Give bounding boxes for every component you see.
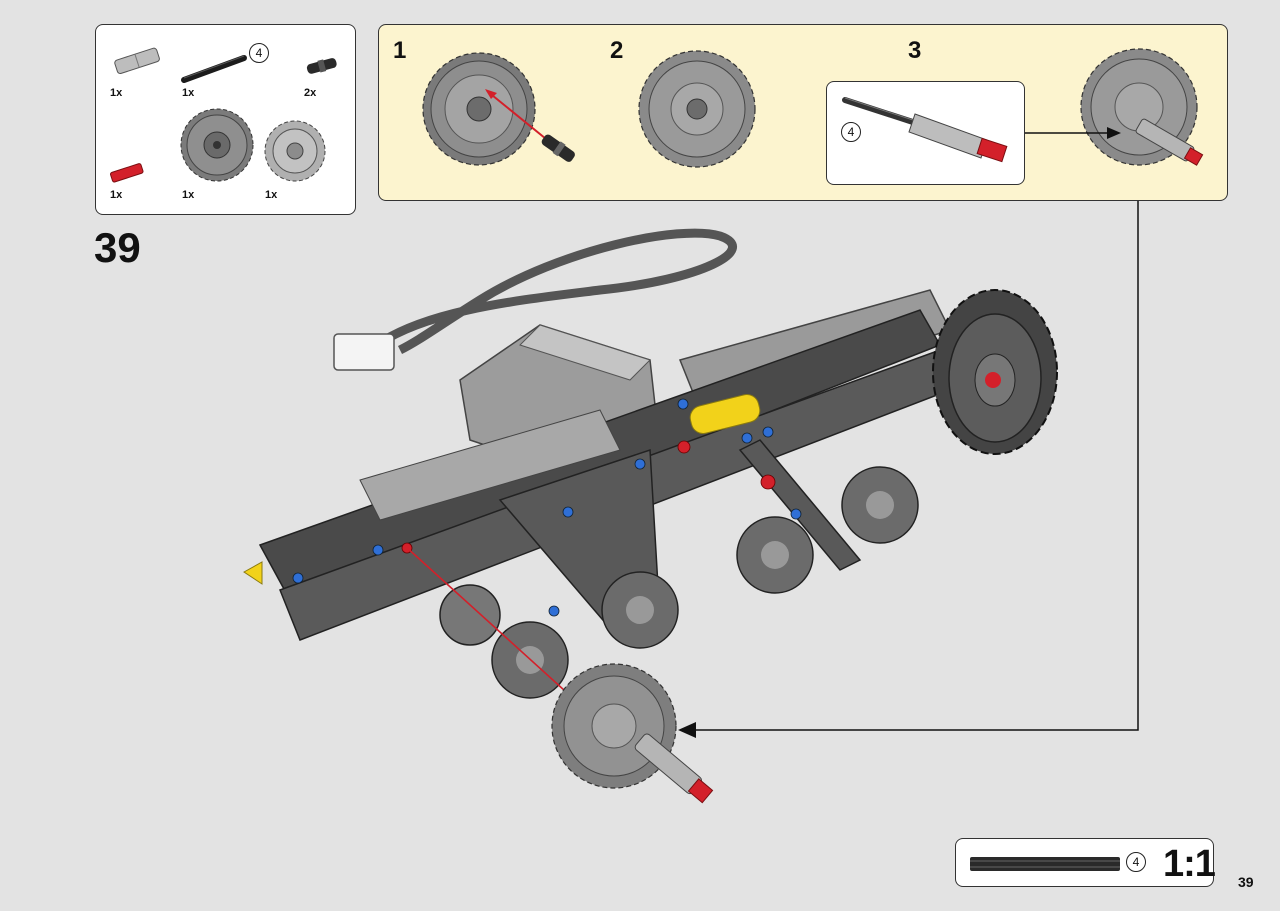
substep-label: 2 xyxy=(610,37,624,64)
part-qty: 1x xyxy=(110,189,123,201)
motor-cable xyxy=(367,228,737,355)
part-qty: 1x xyxy=(182,189,195,201)
red-axle-icon xyxy=(110,163,144,183)
callout-connector xyxy=(690,201,1139,731)
part-qty: 1x xyxy=(182,87,195,99)
page-number: 39 xyxy=(1238,874,1254,890)
cross-beam xyxy=(498,448,661,641)
wheel-hub xyxy=(439,584,501,646)
arrow-head xyxy=(678,722,696,738)
step-number: 39 xyxy=(94,224,141,271)
grey-axle-connector-icon xyxy=(114,47,160,75)
motor-housing xyxy=(459,324,661,471)
length-callout: 4 xyxy=(1126,852,1146,872)
black-pin-icon xyxy=(306,58,337,74)
substep-2-gear-icon xyxy=(638,50,756,168)
drive-wheel xyxy=(932,289,1058,455)
blue-pins xyxy=(292,398,802,617)
black-pin-icon xyxy=(541,134,575,162)
yellow-beam xyxy=(689,393,761,435)
upper-beam xyxy=(678,289,952,411)
black-axle-icon xyxy=(181,55,247,83)
axle-connector-icon xyxy=(1135,118,1204,166)
detail-panel: 4 xyxy=(826,81,1025,185)
axle-scale-icon xyxy=(970,857,1120,871)
gear-36-icon xyxy=(180,108,254,182)
yellow-pin xyxy=(243,561,263,585)
frame-beam-bottom xyxy=(279,349,951,641)
side-beam xyxy=(359,409,621,521)
substep-label: 3 xyxy=(908,37,922,64)
scale-ratio: 1:1 xyxy=(1163,843,1216,885)
gear-24-icon xyxy=(264,120,326,182)
motor-top xyxy=(519,324,651,381)
part-qty: 1x xyxy=(265,189,278,201)
length-callout: 4 xyxy=(841,122,861,142)
detail-illustration xyxy=(842,97,1008,163)
inserted-gear xyxy=(551,663,677,789)
frame-beam-top xyxy=(258,309,942,601)
cross-beam xyxy=(738,439,862,571)
substep-label: 1 xyxy=(393,37,407,64)
part-qty: 1x xyxy=(110,87,123,99)
arrow-head xyxy=(1107,127,1121,139)
axle-connector-icon xyxy=(634,733,714,804)
insert-arrow xyxy=(404,545,576,701)
scale-reference-panel xyxy=(955,838,1214,887)
parts-list-panel: 1x 1x 4 2x 1x 1x 1x xyxy=(95,24,356,215)
substep-1-gear-icon xyxy=(422,52,536,166)
insert-arrow xyxy=(486,90,552,144)
part-qty: 2x xyxy=(304,87,317,99)
subassembly-panel: 1 2 3 xyxy=(378,24,1228,201)
wheel-hub xyxy=(841,466,919,544)
parts-illustrations xyxy=(110,47,337,183)
subassembly-illustrations xyxy=(422,48,1204,168)
red-pins xyxy=(401,440,776,554)
wheel-hub xyxy=(736,516,814,594)
axle-connector-icon xyxy=(842,97,1008,163)
length-callout: 4 xyxy=(249,43,269,63)
cable-plug xyxy=(333,333,395,371)
arrow-head xyxy=(485,89,497,99)
wheel-hub xyxy=(601,571,679,649)
wheel-hub xyxy=(491,621,569,699)
